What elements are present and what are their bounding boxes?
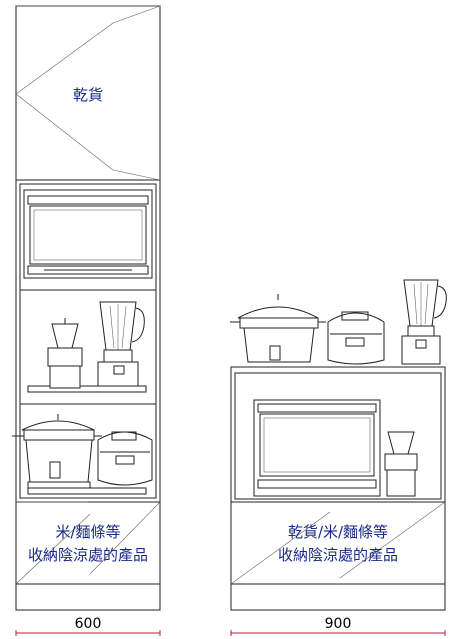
- right-bottom-door: [230, 501, 446, 585]
- rice-cooker-left: [12, 414, 102, 489]
- grinder-right: [384, 431, 418, 497]
- blender-left: [97, 301, 145, 387]
- left-bottom-label-1: 米/麵條等: [55, 523, 120, 541]
- electric-cooker-left: [97, 431, 153, 486]
- grinder-left: [47, 318, 83, 389]
- blender-right: [401, 279, 447, 365]
- right-dimension: 900: [230, 616, 446, 636]
- right-bottom-label-2: 收納陰涼處的產品: [278, 546, 398, 564]
- left-open-frame: [19, 183, 157, 499]
- rice-cooker-right: [230, 294, 326, 363]
- left-bottom-label-2: 收納陰涼處的產品: [28, 546, 148, 564]
- right-bottom-label-1: 乾貨/米/麵條等: [288, 523, 388, 541]
- right-cabinet: 乾貨/米/麵條等 收納陰涼處的產品: [230, 366, 446, 611]
- left-cabinet: 乾貨: [12, 5, 161, 611]
- right-width-label: 900: [325, 616, 352, 632]
- microwave-left: [23, 189, 153, 279]
- left-width-label: 600: [75, 616, 102, 632]
- electric-cooker-right: [327, 311, 385, 365]
- left-dimension: 600: [15, 616, 161, 636]
- left-bottom-door: [15, 501, 161, 585]
- left-top-label: 乾貨: [73, 86, 103, 104]
- left-top-door: [15, 5, 161, 181]
- microwave-right: [253, 399, 381, 497]
- right-cabinet-body: [230, 366, 446, 611]
